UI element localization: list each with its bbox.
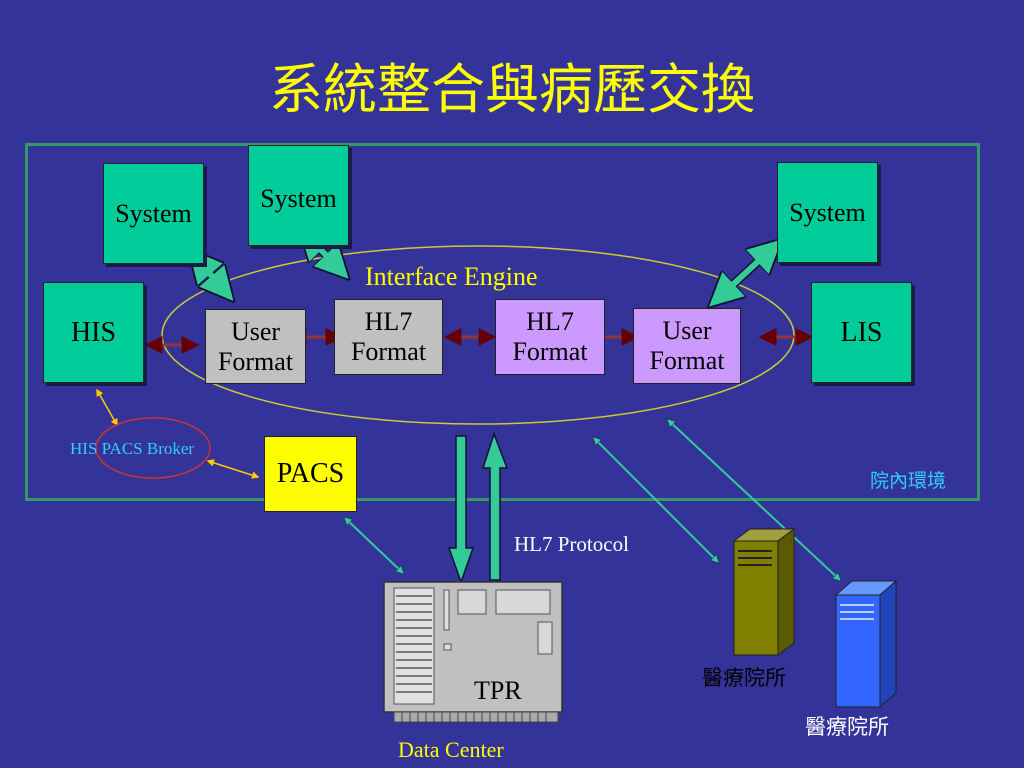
system-center-label: System	[260, 184, 337, 213]
his-pacs-broker-links	[96, 388, 260, 479]
pacs-box: PACS	[264, 436, 357, 512]
user-format-left-line1: User	[230, 316, 281, 346]
intra-hospital-label: 院內環境	[870, 470, 947, 492]
interface-engine-label: Interface Engine	[365, 262, 538, 291]
clinic-links	[594, 420, 840, 580]
clinic-label-2: 醫療院所	[805, 715, 889, 739]
system-left-label: System	[115, 198, 192, 228]
user-format-left-box: User Format	[205, 309, 306, 384]
hl7-format-right-box: HL7 Format	[495, 299, 605, 375]
hl7-format-right-line2: Format	[512, 337, 588, 366]
system-box-center: System	[248, 145, 349, 246]
hl7-format-left-line1: HL7	[364, 307, 413, 336]
clinic-label-1: 醫療院所	[702, 666, 786, 690]
engine-datacenter-arrows	[447, 431, 509, 585]
system-right-label: System	[789, 197, 866, 227]
his-pacs-broker-label: HIS PACS Broker	[70, 439, 195, 458]
lis-label: LIS	[840, 316, 883, 348]
his-box: HIS	[43, 282, 144, 383]
lis-box: LIS	[811, 282, 912, 383]
hl7-protocol-label: HL7 Protocol	[514, 532, 629, 556]
system-box-right: System	[777, 162, 878, 263]
tpr-server-icon	[383, 581, 563, 723]
page-title: 系統整合與病歷交換	[269, 58, 755, 121]
clinic-server-olive-icon	[732, 528, 796, 656]
pacs-datacenter-link	[345, 518, 403, 573]
hl7-format-left-line2: Format	[350, 337, 427, 366]
hl7-format-left-box: HL7 Format	[334, 299, 443, 375]
pacs-label: PACS	[276, 458, 345, 489]
data-center-label: Data Center	[398, 737, 504, 762]
user-format-right-line2: Format	[649, 346, 725, 375]
user-format-right-line1: User	[662, 316, 712, 345]
tpr-label: TPR	[474, 676, 522, 705]
user-format-right-box: User Format	[633, 308, 741, 384]
hospital-environment-frame	[25, 143, 980, 501]
clinic-server-blue-icon	[834, 579, 898, 709]
system-box-left: System	[103, 163, 204, 264]
his-label: HIS	[70, 316, 117, 348]
his-pacs-broker-ellipse	[95, 417, 211, 479]
user-format-left-line2: Format	[217, 346, 294, 376]
hl7-format-right-line1: HL7	[526, 307, 574, 336]
